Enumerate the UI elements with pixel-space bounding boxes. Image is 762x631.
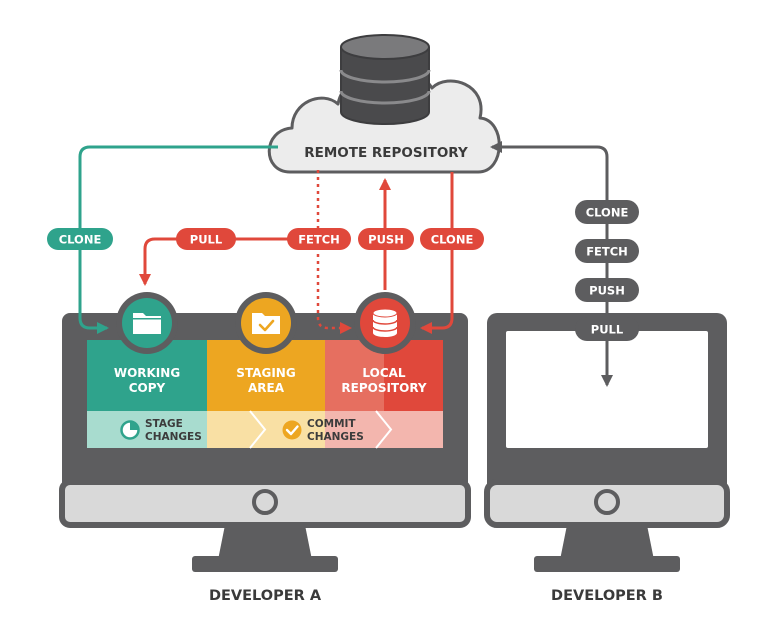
dev-b-clone-label: CLONE [586,206,629,220]
stage-changes-line1: STAGE [145,418,183,430]
developer-b-label: DEVELOPER B [551,588,663,604]
stage-changes-line2: CHANGES [145,431,202,443]
dev-b-clone-pill: CLONE [575,200,639,224]
developer-a-label: DEVELOPER A [209,588,322,604]
staging-area-label-line2: AREA [248,381,285,395]
remote-repository-label: REMOTE REPOSITORY [304,145,468,161]
chevron-divider [375,410,393,449]
fetch-arrow-line [316,170,352,334]
check-circle-icon [282,420,302,440]
dev-b-fetch-label: FETCH [586,245,628,259]
folder-icon [133,313,161,334]
clone-red-pill-label: CLONE [431,233,474,247]
developer-b-return-line [490,141,609,385]
clone-red-arrow-line [420,172,454,334]
dev-b-push-label: PUSH [589,284,625,298]
working-copy-label-line1: WORKING [114,366,180,380]
database-icon [339,34,431,125]
fetch-pill-label: FETCH [298,233,340,247]
stage-changes-action: STAGE CHANGES [120,418,202,443]
local-repository-label-line1: LOCAL [362,366,406,380]
database-small-icon [372,308,398,337]
clone-pill-label: CLONE [59,233,102,247]
pull-pill-label: PULL [190,233,223,247]
clone-red-pill: CLONE [420,228,484,250]
push-pill-label: PUSH [368,233,404,247]
folder-check-icon [252,313,280,334]
pie-clock-icon [120,420,140,440]
fetch-pill: FETCH [287,228,351,250]
dev-b-fetch-pill: FETCH [575,239,639,263]
pull-arrow-line [139,237,318,286]
local-repository-label-line2: REPOSITORY [341,381,427,395]
staging-area-label-line1: STAGING [236,366,295,380]
working-copy-circle [116,292,178,354]
commit-changes-action: COMMIT CHANGES [282,418,364,443]
monitor-b-screen [506,331,708,448]
dev-b-push-pill: PUSH [575,278,639,302]
working-copy-label-line2: COPY [129,381,166,395]
area-working-copy [87,340,207,448]
clone-pill: CLONE [47,228,113,250]
commit-changes-line1: COMMIT [307,418,356,430]
push-pill: PUSH [358,228,414,250]
monitor-developer-b [484,313,730,572]
pull-pill: PULL [176,228,236,250]
dev-b-pull-pill: PULL [575,317,639,341]
dev-b-pull-label: PULL [591,323,624,337]
local-repository-circle [354,292,416,354]
staging-area-circle [235,292,297,354]
chevron-divider [249,410,267,449]
commit-changes-line2: CHANGES [307,431,364,443]
